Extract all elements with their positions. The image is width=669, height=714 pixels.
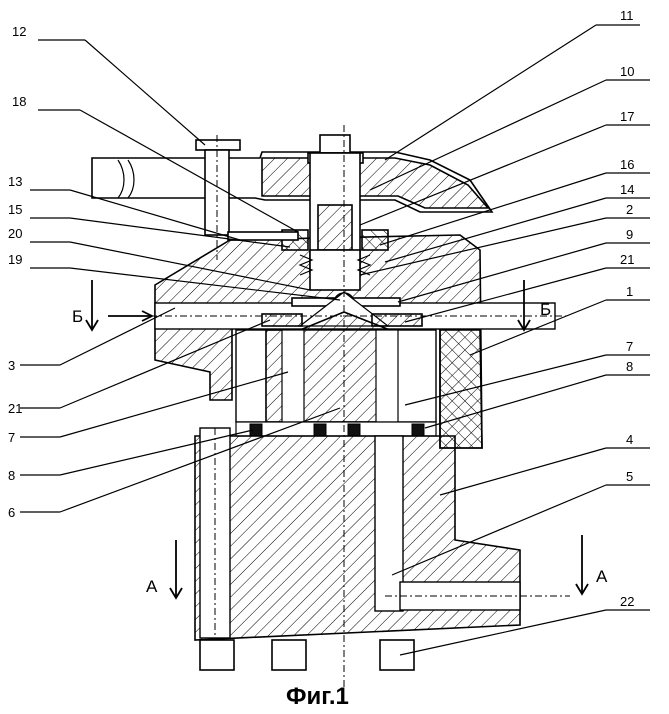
callout-19: 19 xyxy=(8,252,22,267)
callout-7-right: 7 xyxy=(626,339,633,354)
callout-14: 14 xyxy=(620,182,634,197)
callout-21-left: 21 xyxy=(8,401,22,416)
callout-11: 11 xyxy=(620,8,634,23)
section-b-left: Б xyxy=(72,307,83,326)
callout-9: 9 xyxy=(626,227,633,242)
callout-20: 20 xyxy=(8,226,22,241)
callout-4: 4 xyxy=(626,432,633,447)
callout-18: 18 xyxy=(12,94,26,109)
callout-1: 1 xyxy=(626,284,633,299)
callout-17: 17 xyxy=(620,109,634,124)
callout-21-right: 21 xyxy=(620,252,634,267)
callout-8-left: 8 xyxy=(8,468,15,483)
figure-caption: Фиг.1 xyxy=(286,683,349,710)
section-a-right: А xyxy=(596,567,608,586)
callout-7-left: 7 xyxy=(8,430,15,445)
callout-16: 16 xyxy=(620,157,634,172)
section-a-left: А xyxy=(146,577,158,596)
bottom-nuts-22 xyxy=(200,640,414,670)
section-b-right: Б xyxy=(540,300,551,319)
seals-8 xyxy=(236,422,436,436)
callout-3: 3 xyxy=(8,358,15,373)
callout-15: 15 xyxy=(8,202,22,217)
callout-5: 5 xyxy=(626,469,633,484)
callout-13: 13 xyxy=(8,174,22,189)
callout-10: 10 xyxy=(620,64,634,79)
callout-2: 2 xyxy=(626,202,633,217)
callout-6: 6 xyxy=(8,505,15,520)
lower-body-4 xyxy=(195,428,520,640)
callout-8-right: 8 xyxy=(626,359,633,374)
callout-12: 12 xyxy=(12,24,26,39)
callout-22: 22 xyxy=(620,594,634,609)
